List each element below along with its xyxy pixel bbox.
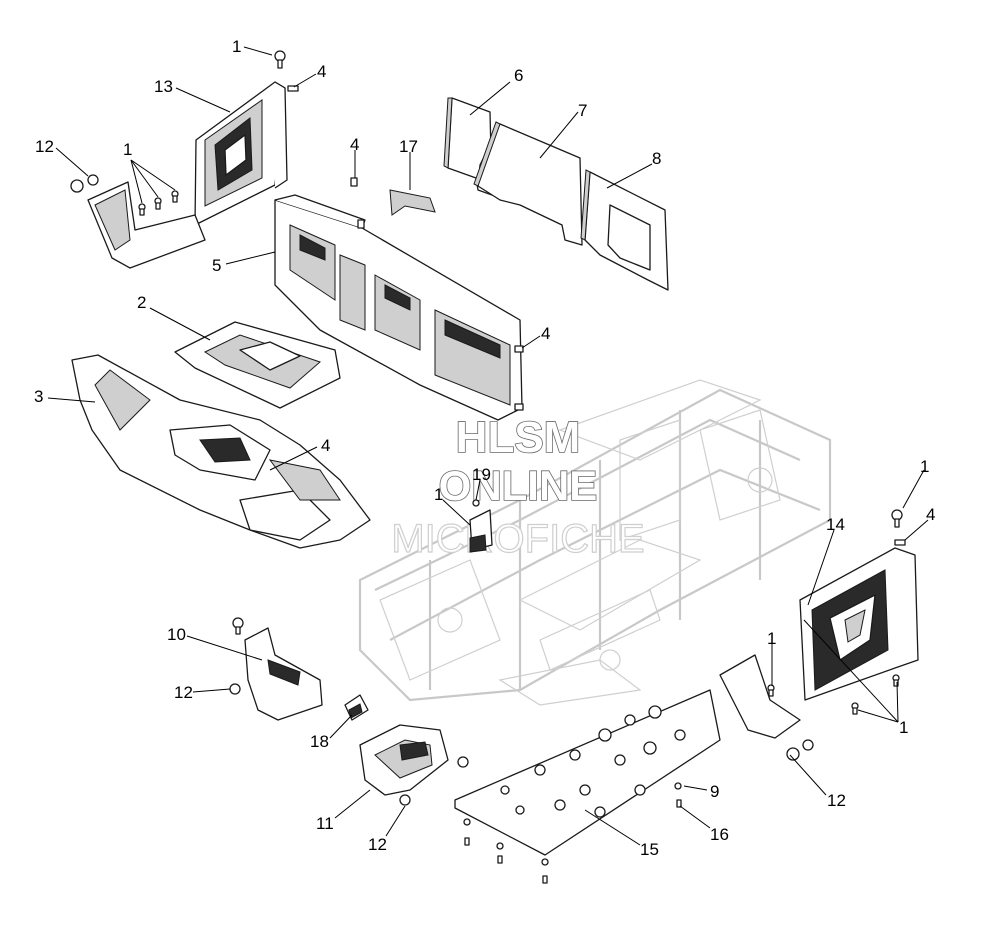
fasteners-right — [767, 509, 906, 761]
watermark-line-2: ONLINE — [439, 462, 598, 509]
callout-4: 4 — [321, 436, 330, 455]
callout-11: 11 — [316, 814, 334, 833]
watermark: HLSM ONLINE MICROFICHE — [391, 412, 646, 561]
callout-18: 18 — [310, 732, 329, 751]
floor-plate-fasteners — [463, 782, 682, 884]
watermark-line-1: HLSM — [456, 413, 581, 462]
callout-12: 12 — [827, 791, 846, 810]
callout-1: 1 — [123, 140, 132, 159]
part-2-tunnel-cover — [174, 321, 341, 409]
callout-1: 1 — [899, 718, 908, 737]
part-10-lower-shield — [229, 617, 323, 721]
callout-13: 13 — [154, 77, 173, 96]
callout-labels: 1 4 13 12 1 6 7 8 4 17 5 2 4 3 4 19 1 1 … — [34, 37, 935, 859]
callout-17: 17 — [399, 137, 418, 156]
part-14-right-door-panel — [799, 547, 919, 701]
callout-10: 10 — [167, 625, 186, 644]
callout-8: 8 — [652, 149, 661, 168]
callout-14: 14 — [826, 515, 845, 534]
left-kick-panel — [87, 181, 206, 269]
callout-12: 12 — [174, 683, 193, 702]
leader-lines — [47, 46, 929, 846]
part-15-floor-plate — [454, 689, 721, 856]
callout-3: 3 — [34, 387, 43, 406]
fasteners-top-left — [70, 50, 299, 216]
callout-16: 16 — [710, 825, 729, 844]
callout-1: 1 — [920, 457, 929, 476]
callout-12: 12 — [368, 835, 387, 854]
part-8-pad — [580, 169, 669, 291]
part-19-bracket — [469, 499, 493, 553]
callout-2: 2 — [137, 293, 146, 312]
callout-1: 1 — [434, 485, 443, 504]
part-5-bulkhead — [274, 194, 523, 421]
callout-19: 19 — [472, 465, 491, 484]
right-kick-panel — [719, 654, 801, 739]
callout-5: 5 — [212, 256, 221, 275]
part-7-pad — [473, 121, 583, 246]
part-3-floor-console — [71, 354, 371, 549]
part-17-strip — [389, 189, 436, 216]
watermark-line-3: MICROFICHE — [391, 517, 644, 561]
callout-4: 4 — [317, 62, 326, 81]
callout-1: 1 — [232, 37, 241, 56]
callout-9: 9 — [710, 782, 719, 801]
callout-6: 6 — [514, 66, 523, 85]
callout-4: 4 — [541, 324, 550, 343]
fasteners-bulkhead — [350, 177, 524, 411]
part-18-clip — [344, 694, 369, 721]
callout-4: 4 — [926, 505, 935, 524]
callout-12: 12 — [35, 137, 54, 156]
callout-15: 15 — [640, 840, 659, 859]
frame-ghost — [358, 379, 832, 706]
callout-4: 4 — [350, 135, 359, 154]
part-13-left-door-panel — [194, 81, 288, 226]
part-11-lower-shield — [359, 724, 469, 806]
callout-1: 1 — [767, 629, 776, 648]
callout-7: 7 — [578, 101, 587, 120]
